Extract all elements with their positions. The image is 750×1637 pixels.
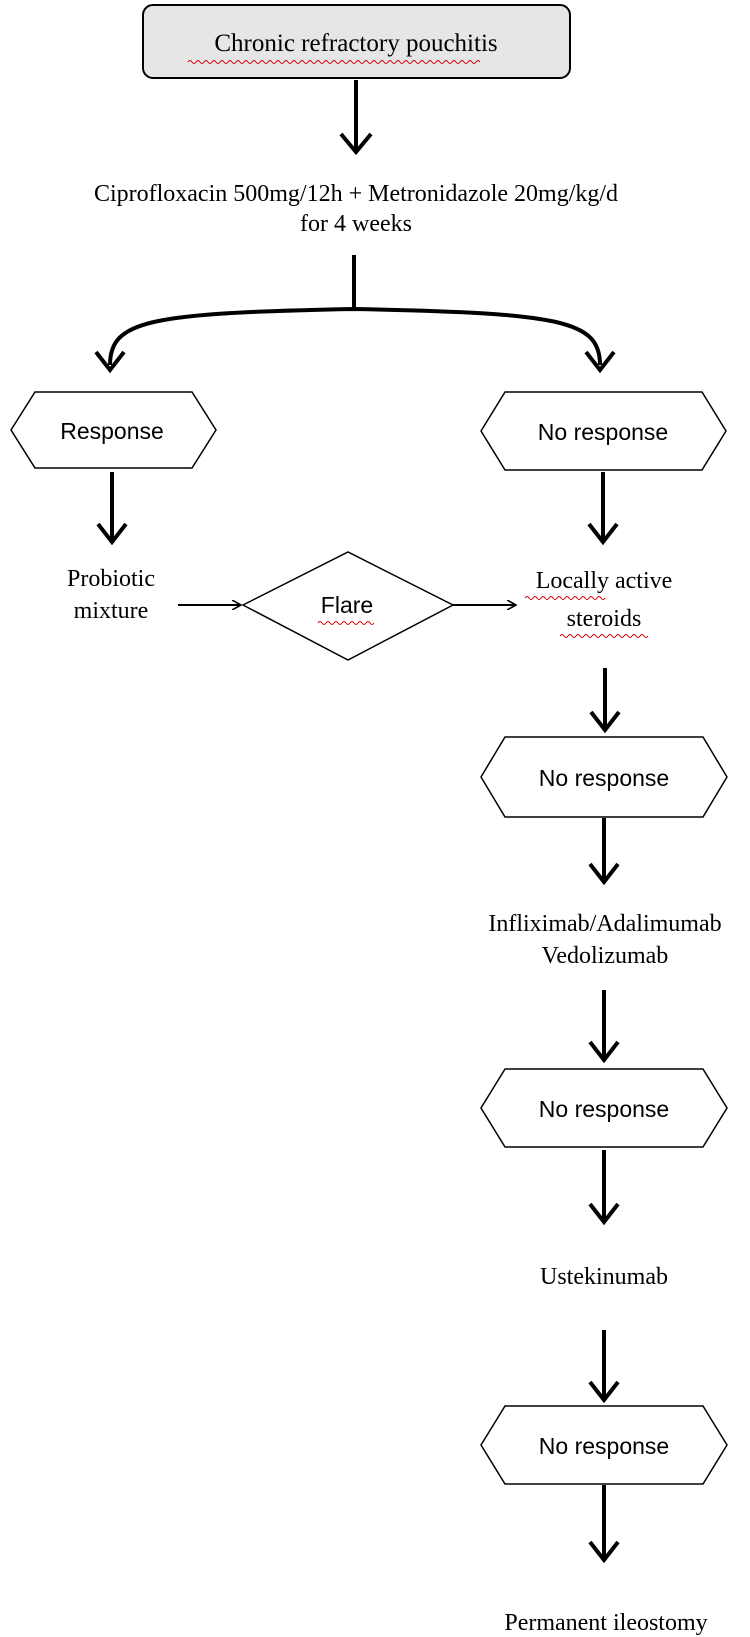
probiotic-line1: Probiotic bbox=[67, 566, 155, 592]
arrowhead bbox=[94, 350, 126, 374]
arrowhead bbox=[588, 1380, 620, 1404]
arrowhead bbox=[584, 350, 616, 374]
spellcheck-underline bbox=[524, 596, 606, 600]
branch-connector bbox=[108, 255, 602, 366]
no-response-label-2: No response bbox=[539, 765, 669, 791]
arrowhead bbox=[588, 1540, 620, 1564]
probiotic-line2: mixture bbox=[74, 598, 149, 624]
steroids-line1: Locally active bbox=[536, 568, 673, 594]
arrowhead bbox=[587, 522, 619, 546]
biologics-line2: Vedolizumab bbox=[542, 943, 669, 969]
probiotic-node: Probiotic mixture bbox=[67, 566, 155, 624]
antibiotic-therapy-line1: Ciprofloxacin 500mg/12h + Metronidazole … bbox=[94, 181, 618, 207]
arrowhead bbox=[96, 522, 128, 546]
spellcheck-underline bbox=[559, 634, 649, 638]
no-response-label-4: No response bbox=[539, 1433, 669, 1459]
start-node-label: Chronic refractory pouchitis bbox=[214, 30, 497, 57]
no-response-node-4: No response bbox=[480, 1405, 728, 1485]
steroids-line2: steroids bbox=[567, 606, 642, 632]
ustekinumab-node: Ustekinumab bbox=[540, 1264, 668, 1290]
arrowhead bbox=[588, 862, 620, 886]
arrowhead bbox=[588, 1202, 620, 1226]
response-label: Response bbox=[60, 418, 164, 444]
biologics-line1: Infliximab/Adalimumab bbox=[488, 911, 721, 937]
antibiotic-therapy-node: Ciprofloxacin 500mg/12h + Metronidazole … bbox=[94, 181, 618, 237]
ileostomy-node: Permanent ileostomy bbox=[504, 1610, 707, 1636]
arrowhead bbox=[588, 1040, 620, 1064]
spellcheck-underline bbox=[187, 60, 481, 64]
spellcheck-underline bbox=[317, 621, 375, 625]
biologics-node: Infliximab/Adalimumab Vedolizumab bbox=[488, 911, 721, 969]
arrowhead bbox=[589, 710, 621, 734]
arrowhead bbox=[339, 132, 373, 156]
antibiotic-therapy-line2: for 4 weeks bbox=[300, 211, 412, 237]
flare-label: Flare bbox=[321, 592, 373, 618]
flare-node: Flare bbox=[241, 551, 455, 661]
no-response-node-1: No response bbox=[480, 391, 727, 471]
start-node: Chronic refractory pouchitis bbox=[142, 4, 571, 79]
no-response-label-1: No response bbox=[538, 419, 668, 445]
no-response-label-3: No response bbox=[539, 1096, 669, 1122]
no-response-node-2: No response bbox=[480, 736, 728, 818]
response-node: Response bbox=[10, 391, 217, 469]
no-response-node-3: No response bbox=[480, 1068, 728, 1148]
steroids-node: Locally active steroids bbox=[524, 568, 673, 638]
